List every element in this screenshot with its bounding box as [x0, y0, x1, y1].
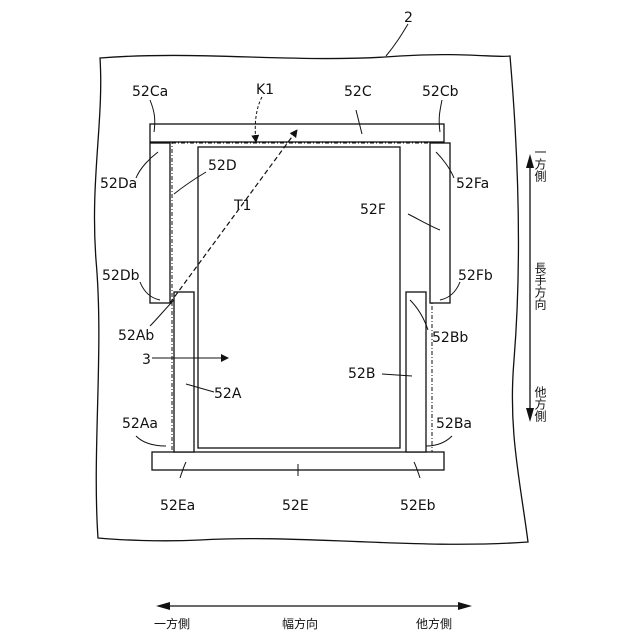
- label-52da: 52Da: [100, 176, 137, 192]
- top-bar-52c: [150, 124, 444, 142]
- label-52fa: 52Fa: [456, 176, 489, 192]
- label-52c: 52C: [344, 84, 372, 100]
- label-sheet-3: 3: [142, 352, 151, 368]
- horizontal-label-middle: 幅方向: [282, 616, 318, 631]
- vertical-label-middle: 長手方向: [533, 262, 547, 310]
- label-52aa: 52Aa: [122, 416, 158, 432]
- label-52cb: 52Cb: [422, 84, 459, 100]
- horizontal-arrow-head-left: [156, 602, 170, 610]
- label-52fb: 52Fb: [458, 268, 493, 284]
- left-lower-52a: [174, 292, 194, 452]
- label-k1: K1: [256, 82, 274, 98]
- label-52ea: 52Ea: [160, 498, 195, 514]
- horizontal-label-right: 他方側: [416, 616, 452, 631]
- left-upper-52d: [150, 143, 170, 303]
- label-52e: 52E: [282, 498, 309, 514]
- horizontal-label-left: 一方側: [154, 616, 190, 631]
- horizontal-arrow-head-right: [458, 602, 472, 610]
- label-52d: 52D: [208, 158, 237, 174]
- label-52f: 52F: [360, 202, 386, 218]
- label-52ba: 52Ba: [436, 416, 472, 432]
- label-52b: 52B: [348, 366, 375, 382]
- label-52db: 52Db: [102, 268, 140, 284]
- label-52a: 52A: [214, 386, 242, 402]
- label-t1: T1: [233, 198, 251, 214]
- label-52eb: 52Eb: [400, 498, 436, 514]
- label-board-2: 2: [404, 10, 413, 26]
- label-52ab: 52Ab: [118, 328, 154, 344]
- trajectory-t1: [170, 130, 297, 303]
- sheet-outline: [172, 143, 432, 455]
- sheet-inner: [198, 147, 400, 448]
- right-upper-52f: [430, 143, 450, 303]
- label-52ca: 52Ca: [132, 84, 168, 100]
- right-lower-52b: [406, 292, 426, 452]
- label-52bb: 52Bb: [432, 330, 468, 346]
- vertical-label-top: 一方側: [533, 146, 547, 182]
- vertical-label-bottom: 他方側: [533, 386, 547, 422]
